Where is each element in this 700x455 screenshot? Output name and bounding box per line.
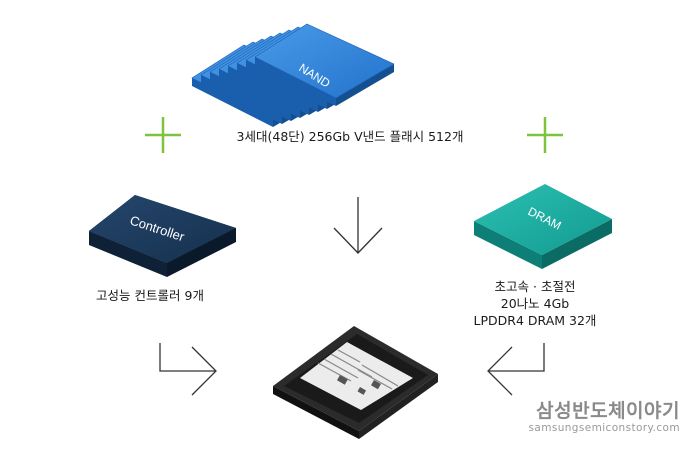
dram-description-line: LPDDR4 DRAM 32개 xyxy=(473,313,597,328)
arrow-down-icon xyxy=(333,197,383,254)
plus-icon xyxy=(145,117,181,153)
brand-name: 삼성반도체이야기 xyxy=(536,400,680,422)
dram-description-line: 20나노 4Gb xyxy=(500,296,570,311)
ssd-drive-icon xyxy=(273,326,438,439)
dram-description-line: 초고속 · 초절전 xyxy=(494,279,576,294)
arrow-right-icon xyxy=(159,343,217,396)
nand-chip-stack xyxy=(191,23,395,127)
nand-description: 3세대(48단) 256Gb V낸드 플래시 512개 xyxy=(236,129,464,144)
dram-description: 초고속 · 초절전 20나노 4Gb LPDDR4 DRAM 32개 xyxy=(445,278,625,329)
controller-chip xyxy=(89,195,236,277)
controller-description: 고성능 컨트롤러 9개 xyxy=(96,288,204,303)
brand-url: samsungsemiconstory.com xyxy=(528,422,680,434)
nand-layer xyxy=(254,23,395,106)
plus-icon xyxy=(527,117,563,153)
arrow-left-icon xyxy=(487,343,545,396)
brand-watermark: 삼성반도체이야기 samsungsemiconstory.com xyxy=(528,400,680,435)
dram-chip xyxy=(474,184,612,269)
